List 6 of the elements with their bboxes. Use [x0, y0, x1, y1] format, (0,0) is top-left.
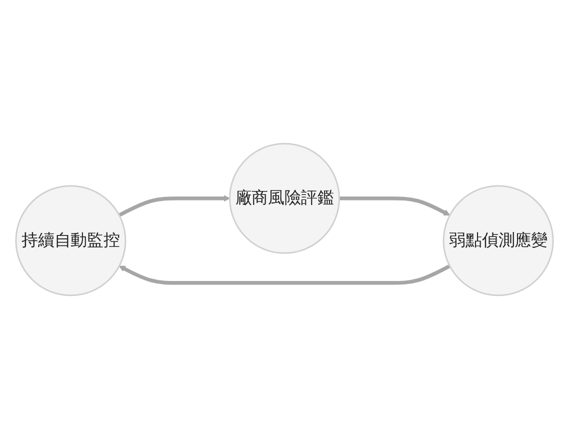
arrow [118, 264, 451, 285]
arrow [118, 195, 230, 217]
node-circle: 廠商風險評鑑 [229, 142, 340, 254]
arrow [339, 196, 450, 216]
node-circle: 持續自動監控 [15, 185, 126, 296]
node-circle: 弱點偵測應變 [442, 185, 554, 296]
